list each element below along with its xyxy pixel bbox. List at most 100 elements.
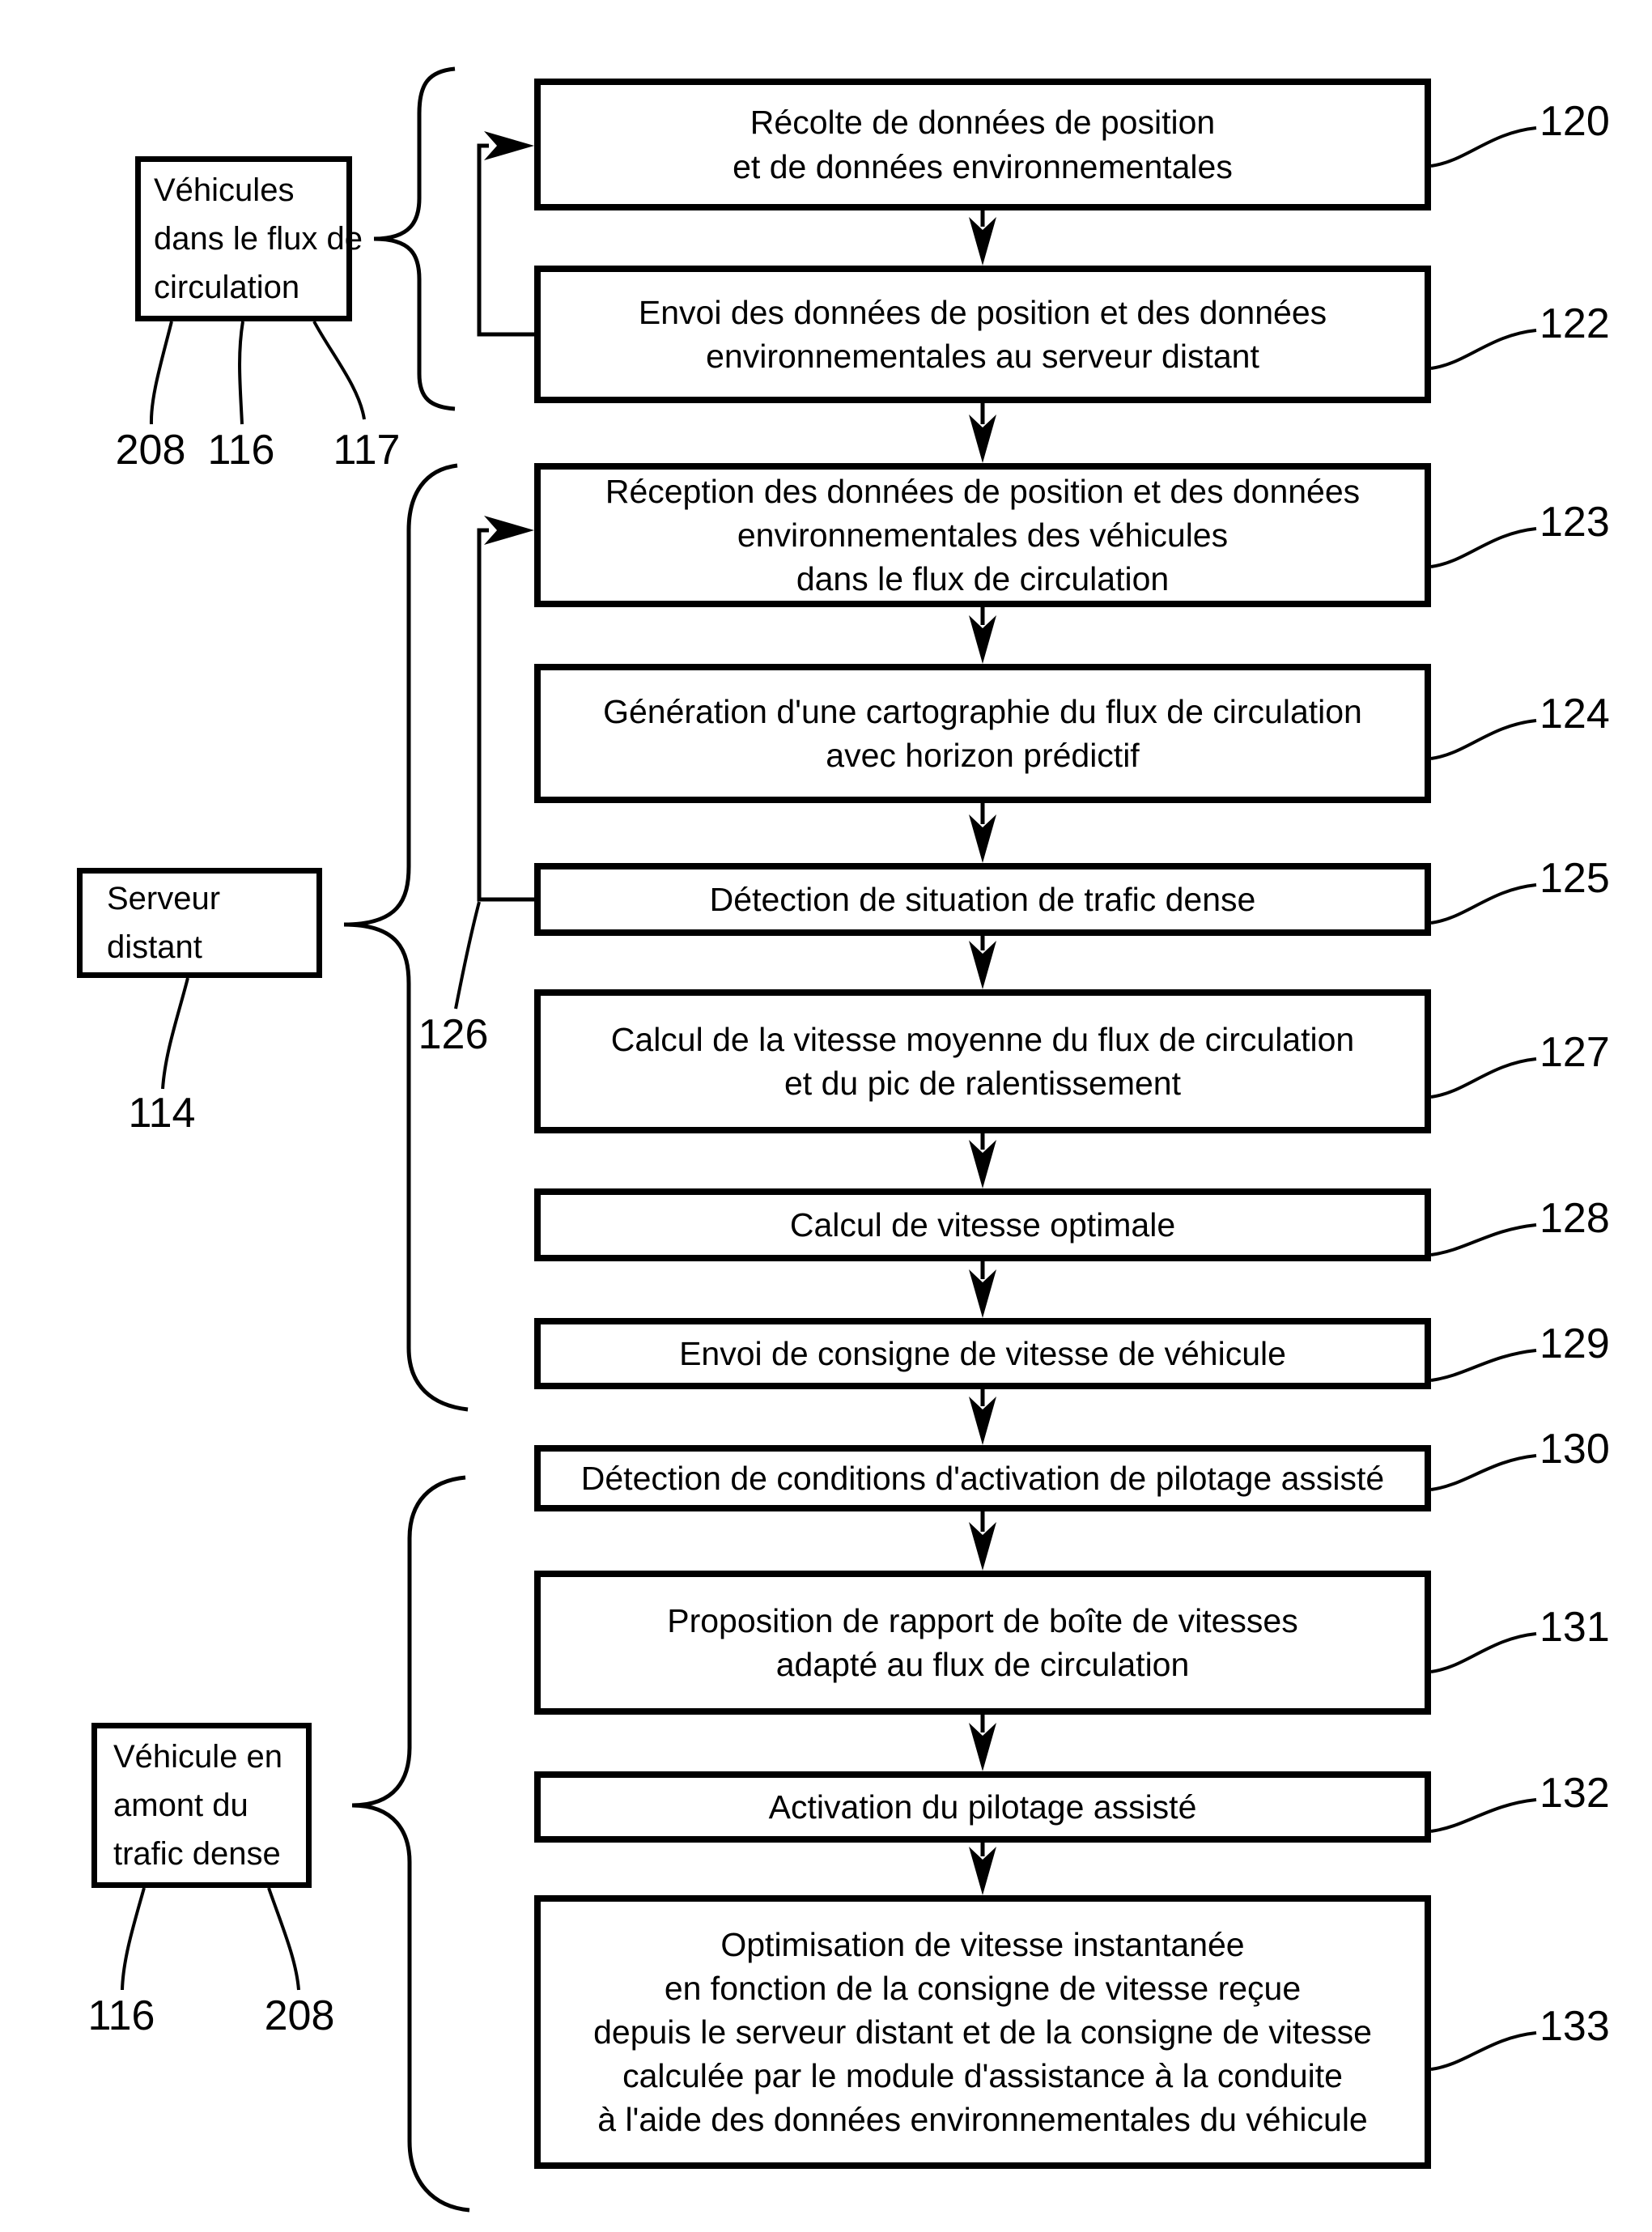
process-box-122-text: Envoi des données de position et des don… [541, 291, 1425, 378]
process-box-129: Envoi de consigne de vitesse de véhicule [534, 1318, 1431, 1389]
text-line: Récolte de données de position [541, 100, 1425, 144]
text-line: Activation du pilotage assisté [541, 1785, 1425, 1829]
text-line: Génération d'une cartographie du flux de… [541, 690, 1425, 733]
process-box-124-text: Génération d'une cartographie du flux de… [541, 690, 1425, 777]
text-line: calculée par le module d'assistance à la… [541, 2054, 1425, 2098]
process-box-131-text: Proposition de rapport de boîte de vites… [541, 1599, 1425, 1686]
text-line: Proposition de rapport de boîte de vites… [541, 1599, 1425, 1643]
text-line: Véhicule en [113, 1732, 282, 1781]
group-label-serveur-distant-text: Serveur distant [107, 874, 220, 971]
ref-number-116-bottom: 116 [88, 1992, 155, 2040]
leader-ref-114 [163, 978, 188, 1089]
brace-vehicules-flux [374, 69, 455, 409]
text-line: Réception des données de position et des… [541, 470, 1425, 513]
text-line: et de données environnementales [541, 145, 1425, 189]
text-line: Calcul de la vitesse moyenne du flux de … [541, 1018, 1425, 1061]
ref-number-131: 131 [1539, 1603, 1610, 1652]
leader-ref-116-bottom [122, 1888, 144, 1990]
process-box-127-text: Calcul de la vitesse moyenne du flux de … [541, 1018, 1425, 1105]
ref-number-116-top: 116 [208, 426, 275, 474]
text-line: environnementales des véhicules [541, 513, 1425, 557]
text-line: en fonction de la consigne de vitesse re… [541, 1966, 1425, 2010]
text-line: Envoi de consigne de vitesse de véhicule [541, 1332, 1425, 1375]
ref-number-120: 120 [1539, 97, 1610, 146]
leader-ref-133 [1431, 2033, 1536, 2069]
text-line: Serveur [107, 874, 220, 923]
process-box-128-text: Calcul de vitesse optimale [541, 1203, 1425, 1247]
process-box-123: Réception des données de position et des… [534, 463, 1431, 607]
group-label-vehicules-flux: Véhicules dans le flux de circulation [135, 156, 352, 321]
text-line: Détection de situation de trafic dense [541, 878, 1425, 921]
ref-number-114: 114 [129, 1089, 196, 1137]
ref-number-132: 132 [1539, 1769, 1610, 1817]
text-line: circulation [154, 263, 363, 312]
process-box-123-text: Réception des données de position et des… [541, 470, 1425, 601]
process-box-125-text: Détection de situation de trafic dense [541, 878, 1425, 921]
leader-ref-126 [456, 902, 479, 1009]
ref-number-208-bottom: 208 [265, 1992, 335, 2040]
ref-number-129: 129 [1539, 1320, 1610, 1368]
text-line: dans le flux de circulation [541, 557, 1425, 601]
leader-ref-120 [1431, 128, 1536, 166]
leader-ref-124 [1431, 721, 1536, 759]
text-line: trafic dense [113, 1830, 282, 1878]
leader-ref-208-bottom [269, 1888, 299, 1990]
text-line: à l'aide des données environnementales d… [541, 2098, 1425, 2141]
leader-ref-130 [1431, 1456, 1536, 1490]
process-box-122: Envoi des données de position et des don… [534, 266, 1431, 403]
process-box-128: Calcul de vitesse optimale [534, 1188, 1431, 1261]
leader-ref-131 [1431, 1634, 1536, 1672]
process-box-125: Détection de situation de trafic dense [534, 863, 1431, 936]
process-box-132: Activation du pilotage assisté [534, 1771, 1431, 1843]
process-box-131: Proposition de rapport de boîte de vites… [534, 1571, 1431, 1715]
leader-ref-117 [314, 321, 364, 419]
text-line: Véhicules [154, 166, 363, 215]
group-label-serveur-distant: Serveur distant [77, 868, 322, 978]
text-line: distant [107, 923, 220, 971]
leader-ref-132 [1431, 1800, 1536, 1831]
text-line: et du pic de ralentissement [541, 1061, 1425, 1105]
feedback-loop-122-to-120 [479, 146, 534, 334]
process-box-120: Récolte de données de position et de don… [534, 79, 1431, 210]
process-box-132-text: Activation du pilotage assisté [541, 1785, 1425, 1829]
process-box-133-text: Optimisation de vitesse instantanée en f… [541, 1923, 1425, 2142]
ref-number-117: 117 [333, 426, 401, 474]
leader-ref-128 [1431, 1225, 1536, 1255]
brace-serveur-distant [344, 466, 468, 1409]
text-line: Calcul de vitesse optimale [541, 1203, 1425, 1247]
text-line: amont du [113, 1781, 282, 1830]
brace-vehicule-amont [352, 1477, 469, 2210]
ref-number-127: 127 [1539, 1028, 1610, 1077]
text-line: adapté au flux de circulation [541, 1643, 1425, 1686]
text-line: Détection de conditions d'activation de … [541, 1456, 1425, 1500]
ref-number-208-top: 208 [116, 426, 186, 474]
feedback-arrowhead-icon [484, 516, 534, 545]
group-label-vehicule-amont: Véhicule en amont du trafic dense [91, 1723, 312, 1888]
process-box-124: Génération d'une cartographie du flux de… [534, 664, 1431, 803]
text-line: environnementales au serveur distant [541, 334, 1425, 378]
feedback-arrowhead-icon [484, 131, 534, 160]
text-line: depuis le serveur distant et de la consi… [541, 2010, 1425, 2054]
process-box-130: Détection de conditions d'activation de … [534, 1445, 1431, 1511]
leader-ref-123 [1431, 529, 1536, 567]
leader-ref-127 [1431, 1059, 1536, 1097]
text-line: dans le flux de [154, 215, 363, 263]
ref-number-125: 125 [1539, 854, 1610, 903]
ref-number-128: 128 [1539, 1194, 1610, 1243]
ref-number-124: 124 [1539, 690, 1610, 738]
leader-ref-208-top [151, 321, 172, 424]
text-line: Optimisation de vitesse instantanée [541, 1923, 1425, 1966]
ref-number-133: 133 [1539, 2002, 1610, 2051]
feedback-loop-125-to-123 [479, 530, 534, 899]
group-label-vehicules-flux-text: Véhicules dans le flux de circulation [154, 166, 363, 312]
process-box-120-text: Récolte de données de position et de don… [541, 100, 1425, 188]
leader-ref-129 [1431, 1350, 1536, 1380]
text-line: avec horizon prédictif [541, 733, 1425, 777]
leader-ref-122 [1431, 330, 1536, 368]
text-line: Envoi des données de position et des don… [541, 291, 1425, 334]
process-box-130-text: Détection de conditions d'activation de … [541, 1456, 1425, 1500]
process-box-133: Optimisation de vitesse instantanée en f… [534, 1895, 1431, 2169]
group-label-vehicule-amont-text: Véhicule en amont du trafic dense [113, 1732, 282, 1878]
process-box-129-text: Envoi de consigne de vitesse de véhicule [541, 1332, 1425, 1375]
